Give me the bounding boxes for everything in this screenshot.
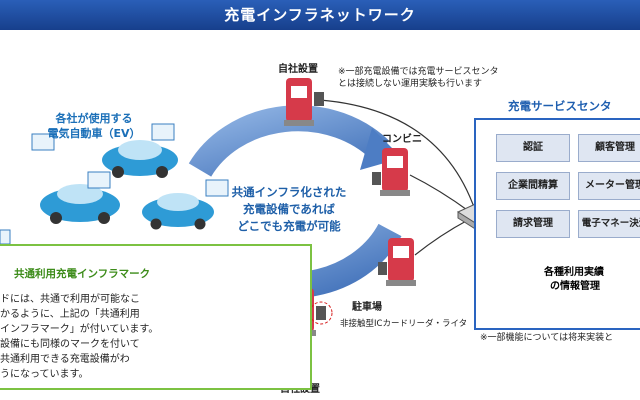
ev-car-icon xyxy=(40,184,120,224)
ev-car-icon xyxy=(142,193,214,230)
cycle-caption-line: 充電設備であれば xyxy=(243,202,335,216)
description-line: 共通利用できる充電設備がわ xyxy=(0,354,130,365)
description-line: うになっています。 xyxy=(0,369,89,380)
ev-label-line: 電気自動車（EV） xyxy=(47,127,141,140)
function-meter: メーター管理 xyxy=(578,172,640,200)
ev-label: 各社が使用する 電気自動車（EV） xyxy=(34,111,154,141)
service-center-title: 充電サービスセンタ xyxy=(508,99,612,113)
charging-pump-icon xyxy=(284,78,324,126)
cycle-caption-line: どこでも充電が可能 xyxy=(237,219,341,233)
usage-info-line: 各種利用実績 xyxy=(544,267,604,278)
ev-car-icon xyxy=(102,140,178,178)
function-emoney: 電子マネー決済 xyxy=(578,210,640,238)
cycle-caption-line: 共通インフラ化された xyxy=(231,185,347,199)
function-emoney-label: 電子マネー決済 xyxy=(581,218,640,229)
usage-info-label: 各種利用実績 の情報管理 xyxy=(544,266,604,294)
usage-info-line: の情報管理 xyxy=(550,281,600,292)
shared-mark-title: 共通利用充電インフラマーク xyxy=(14,268,151,280)
pump-label-parking: 駐車場 xyxy=(352,302,382,313)
description-line: かるように、上記の「共通利用 xyxy=(0,309,140,320)
diagram-title: 充電インフラネットワーク xyxy=(0,0,640,30)
function-billing: 請求管理 xyxy=(496,210,570,238)
shared-mark-description: ドには、共通で利用が可能なこ かるように、上記の「共通利用 インフラマーク」が付… xyxy=(0,292,300,382)
note-line: とは接続しない運用実験も行います xyxy=(338,79,483,89)
ev-label-line: 各社が使用する xyxy=(55,112,133,125)
function-auth: 認証 xyxy=(496,134,570,162)
card-reader-label: 非接触型ICカードリーダ・ライタ xyxy=(340,319,468,329)
shared-mark-box xyxy=(0,244,312,390)
charging-pump-icon xyxy=(372,148,410,196)
operation-note: ※一部充電設備では充電サービスセンタ とは接続しない運用実験も行います xyxy=(338,66,499,90)
description-line: インフラマーク」が付いています。 xyxy=(0,324,159,335)
cycle-caption: 共通インフラ化された 充電設備であれば どこでも充電が可能 xyxy=(214,184,364,235)
pump-label-top: 自社設置 xyxy=(278,64,318,75)
pump-label-convenience: コンビニ xyxy=(382,134,422,145)
charging-sign-icon xyxy=(0,123,229,245)
note-line: ※一部充電設備では充電サービスセンタ xyxy=(338,67,499,77)
function-customer: 顧客管理 xyxy=(578,134,640,162)
function-settlement: 企業間精算 xyxy=(496,172,570,200)
description-line: ドには、共通で利用が可能なこ xyxy=(0,294,140,305)
charging-pump-icon xyxy=(378,238,416,286)
future-feature-note: ※一部機能については将来実装と xyxy=(480,333,614,343)
description-line: 設備にも同様のマークを付いて xyxy=(0,339,140,350)
